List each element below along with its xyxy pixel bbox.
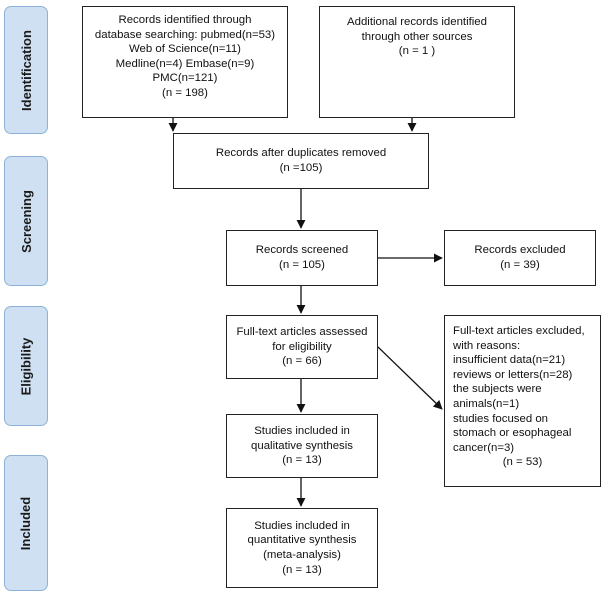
db-records-line: database searching: pubmed(n=53) — [94, 28, 276, 41]
fulltext-excluded-line: cancer(n=3) — [453, 441, 515, 454]
other-records-line: through other sources — [361, 30, 473, 43]
excluded-line: Records excluded — [474, 244, 566, 257]
screened-line: (n = 105) — [279, 259, 325, 271]
arrow-fulltext-to-excluded — [377, 346, 443, 410]
records-screened-box: Records screened (n = 105) — [226, 230, 378, 286]
other-records-box: Additional records identified through oth… — [319, 6, 515, 118]
fulltext-excluded-line: insufficient data(n=21) — [453, 354, 566, 367]
phase-included: Included — [4, 455, 48, 591]
other-records-line: (n = 1 ) — [398, 45, 436, 58]
fulltext-assessed-line: Full-text articles assessed — [236, 326, 368, 339]
qualitative-line: qualitative synthesis — [251, 439, 353, 452]
quantitative-line: (n = 13) — [282, 563, 322, 576]
db-records-line: Web of Science(n=11) — [129, 43, 241, 56]
other-records-line: Additional records identified — [347, 16, 487, 28]
fulltext-excluded-line: stomach or esophageal — [453, 427, 572, 440]
fulltext-excluded-line: studies focused on — [453, 412, 548, 425]
db-records-line: Records identified through — [118, 14, 252, 26]
qualitative-line: Studies included in — [254, 425, 350, 438]
phase-identification: Identification — [4, 6, 48, 134]
after-duplicates-line: Records after duplicates removed — [215, 147, 387, 160]
quantitative-synthesis-box: Studies included in quantitative synthesi… — [226, 508, 378, 588]
qualitative-line: (n = 13) — [282, 454, 322, 467]
records-excluded-box: Records excluded (n = 39) — [444, 230, 596, 286]
after-duplicates-line: (n =105) — [279, 162, 323, 174]
db-records-line: Medline(n=4) Embase(n=9) — [115, 57, 255, 70]
db-records-line: PMC(n=121) — [152, 72, 218, 85]
fulltext-excluded-line: Full-text articles excluded, — [453, 325, 585, 337]
fulltext-excluded-line: with reasons: — [453, 339, 521, 352]
quantitative-line: (meta-analysis) — [263, 549, 341, 561]
db-records-line: (n = 198) — [162, 86, 208, 99]
fulltext-excluded-line: the subjects were — [453, 383, 542, 396]
fulltext-assessed-line: (n = 66) — [282, 355, 322, 368]
fulltext-excluded-line: reviews or letters(n=28) — [453, 368, 573, 381]
excluded-line: (n = 39) — [500, 259, 540, 271]
fulltext-excluded-box: Full-text articles excluded, with reasons… — [444, 315, 601, 487]
fulltext-assessed-line: for eligibility — [272, 340, 332, 353]
quantitative-line: Studies included in — [254, 519, 350, 532]
after-duplicates-box: Records after duplicates removed (n =105) — [173, 133, 429, 189]
fulltext-excluded-line: (n = 53) — [502, 456, 543, 469]
database-records-box: Records identified through database searc… — [82, 6, 288, 118]
phase-eligibility: Eligibility — [4, 306, 48, 426]
fulltext-excluded-line: animals(n=1) — [453, 397, 520, 410]
phase-screening: Screening — [4, 156, 48, 286]
screened-line: Records screened — [255, 244, 349, 257]
quantitative-line: quantitative synthesis — [247, 534, 357, 547]
